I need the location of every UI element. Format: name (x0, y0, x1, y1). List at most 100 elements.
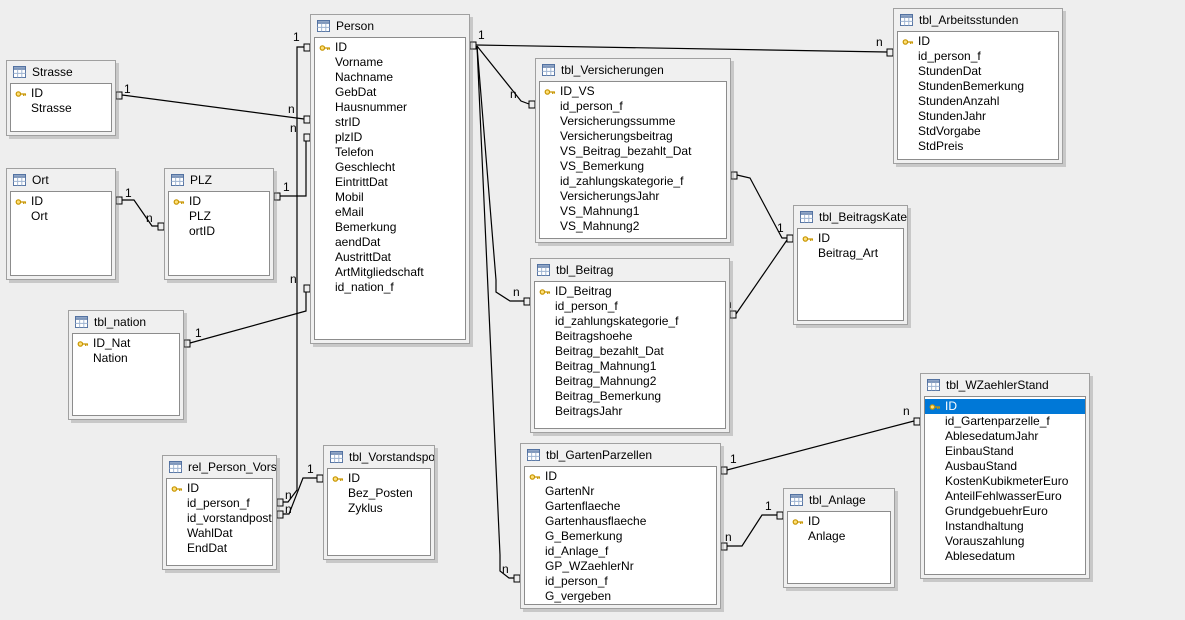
field-row-BeitragsJahr[interactable]: BeitragsJahr (535, 404, 725, 419)
relationship-line-strasse-person[interactable] (121, 94, 305, 120)
field-row-KostenKubikmeterEuro[interactable]: KostenKubikmeterEuro (925, 474, 1085, 489)
field-row-VersicherungsJahr[interactable]: VersicherungsJahr (540, 189, 726, 204)
field-row-GartenNr[interactable]: GartenNr (525, 484, 716, 499)
relationship-line-gartenparzellen-wzaehlerstand[interactable] (726, 420, 915, 471)
field-row-StundenBemerkung[interactable]: StundenBemerkung (898, 79, 1058, 94)
field-row-StundenAnzahl[interactable]: StundenAnzahl (898, 94, 1058, 109)
field-row-plzID[interactable]: plzID (315, 130, 465, 145)
field-row-Hausnummer[interactable]: Hausnummer (315, 100, 465, 115)
field-row-EintrittDat[interactable]: EintrittDat (315, 175, 465, 190)
field-row-id_nation_f[interactable]: id_nation_f (315, 280, 465, 295)
field-row-id_person_f[interactable]: id_person_f (167, 496, 272, 511)
field-row-ID[interactable]: ID (167, 481, 272, 496)
field-row-Telefon[interactable]: Telefon (315, 145, 465, 160)
field-row-Zyklus[interactable]: Zyklus (328, 501, 430, 516)
table-titlebar[interactable]: tbl_Beitrag (531, 259, 729, 280)
field-row-Beitrag_Mahnung1[interactable]: Beitrag_Mahnung1 (535, 359, 725, 374)
table-titlebar[interactable]: tbl_Anlage (784, 489, 894, 510)
table-titlebar[interactable]: Ort (7, 169, 115, 190)
table-rel-person-vorstand[interactable]: rel_Person_VorstaIDid_person_fid_vorstan… (162, 455, 277, 570)
relationship-line-person-gartenparzellen[interactable] (476, 45, 514, 579)
field-row-Beitragshoehe[interactable]: Beitragshoehe (535, 329, 725, 344)
field-row-strID[interactable]: strID (315, 115, 465, 130)
field-row-GrundgebuehrEuro[interactable]: GrundgebuehrEuro (925, 504, 1085, 519)
field-row-ID[interactable]: ID (898, 34, 1058, 49)
field-row-Beitrag_Art[interactable]: Beitrag_Art (798, 246, 903, 261)
field-row-id_person_f[interactable]: id_person_f (898, 49, 1058, 64)
field-row-Nation[interactable]: Nation (73, 351, 179, 366)
relationship-line-ort-plz[interactable] (122, 199, 158, 227)
table-titlebar[interactable]: tbl_Vorstandspos (324, 446, 434, 467)
field-row-ortID[interactable]: ortID (169, 224, 269, 239)
field-row-EndDat[interactable]: EndDat (167, 541, 272, 556)
field-row-id_Anlage_f[interactable]: id_Anlage_f (525, 544, 716, 559)
relationship-line-person-relvorstand[interactable] (283, 46, 304, 503)
field-row-id_zahlungskategorie_f[interactable]: id_zahlungskategorie_f (540, 174, 726, 189)
field-row-ID[interactable]: ID (788, 514, 890, 529)
field-row-eMail[interactable]: eMail (315, 205, 465, 220)
field-row-ID[interactable]: ID (11, 194, 111, 209)
field-row-Bez_Posten[interactable]: Bez_Posten (328, 486, 430, 501)
field-row-Bemerkung[interactable]: Bemerkung (315, 220, 465, 235)
field-row-ID[interactable]: ID (525, 469, 716, 484)
field-row-EinbauStand[interactable]: EinbauStand (925, 444, 1085, 459)
field-row-Nachname[interactable]: Nachname (315, 70, 465, 85)
table-titlebar[interactable]: Strasse (7, 61, 115, 82)
field-row-VS_Bemerkung[interactable]: VS_Bemerkung (540, 159, 726, 174)
table-titlebar[interactable]: PLZ (165, 169, 273, 190)
field-row-id_vorstandposte[interactable]: id_vorstandposte (167, 511, 272, 526)
field-row-Mobil[interactable]: Mobil (315, 190, 465, 205)
relationship-line-anlage-gartenparzellen[interactable] (727, 514, 777, 547)
field-row-aendDat[interactable]: aendDat (315, 235, 465, 250)
field-row-AnteilFehlwasserEuro[interactable]: AnteilFehlwasserEuro (925, 489, 1085, 504)
field-row-StundenJahr[interactable]: StundenJahr (898, 109, 1058, 124)
relationship-line-person-beitrag[interactable] (476, 45, 524, 302)
field-row-VS_Mahnung2[interactable]: VS_Mahnung2 (540, 219, 726, 234)
relationship-line-vorstandspos-relvorstand[interactable] (283, 477, 317, 515)
table-titlebar[interactable]: tbl_nation (69, 311, 183, 332)
field-row-Gartenflaeche[interactable]: Gartenflaeche (525, 499, 716, 514)
field-row-VS_Mahnung1[interactable]: VS_Mahnung1 (540, 204, 726, 219)
field-row-G_Bemerkung[interactable]: G_Bemerkung (525, 529, 716, 544)
field-row-ID[interactable]: ID (11, 86, 111, 101)
field-row-Vorauszahlung[interactable]: Vorauszahlung (925, 534, 1085, 549)
relationship-line-person-versicherungen[interactable] (476, 45, 530, 105)
table-titlebar[interactable]: tbl_Versicherungen (536, 59, 730, 80)
field-row-Versicherungssumme[interactable]: Versicherungssumme (540, 114, 726, 129)
field-row-StdVorgabe[interactable]: StdVorgabe (898, 124, 1058, 139)
field-row-ID_Beitrag[interactable]: ID_Beitrag (535, 284, 725, 299)
field-row-StdPreis[interactable]: StdPreis (898, 139, 1058, 154)
field-row-ID[interactable]: ID (169, 194, 269, 209)
field-row-GebDat[interactable]: GebDat (315, 85, 465, 100)
field-row-WahlDat[interactable]: WahlDat (167, 526, 272, 541)
field-row-Geschlecht[interactable]: Geschlecht (315, 160, 465, 175)
field-row-ID[interactable]: ID (328, 471, 430, 486)
field-row-Beitrag_Mahnung2[interactable]: Beitrag_Mahnung2 (535, 374, 725, 389)
field-row-Instandhaltung[interactable]: Instandhaltung (925, 519, 1085, 534)
field-row-Gartenhausflaeche[interactable]: Gartenhausflaeche (525, 514, 716, 529)
field-row-id_person_f[interactable]: id_person_f (525, 574, 716, 589)
table-titlebar[interactable]: tbl_GartenParzellen (521, 444, 720, 465)
field-row-VS_Beitrag_bezahlt_Dat[interactable]: VS_Beitrag_bezahlt_Dat (540, 144, 726, 159)
table-titlebar[interactable]: rel_Person_Vorsta (163, 456, 276, 477)
field-row-GP_WZaehlerNr[interactable]: GP_WZaehlerNr (525, 559, 716, 574)
field-row-AustrittDat[interactable]: AustrittDat (315, 250, 465, 265)
field-row-ID[interactable]: ID (798, 231, 903, 246)
field-row-Anlage[interactable]: Anlage (788, 529, 890, 544)
field-row-Vorname[interactable]: Vorname (315, 55, 465, 70)
field-row-PLZ[interactable]: PLZ (169, 209, 269, 224)
field-row-Ort[interactable]: Ort (11, 209, 111, 224)
field-row-AusbauStand[interactable]: AusbauStand (925, 459, 1085, 474)
field-row-Ablesedatum[interactable]: Ablesedatum (925, 549, 1085, 564)
field-row-id_Gartenparzelle_f[interactable]: id_Gartenparzelle_f (925, 414, 1085, 429)
field-row-ID_VS[interactable]: ID_VS (540, 84, 726, 99)
field-row-Versicherungsbeitrag[interactable]: Versicherungsbeitrag (540, 129, 726, 144)
